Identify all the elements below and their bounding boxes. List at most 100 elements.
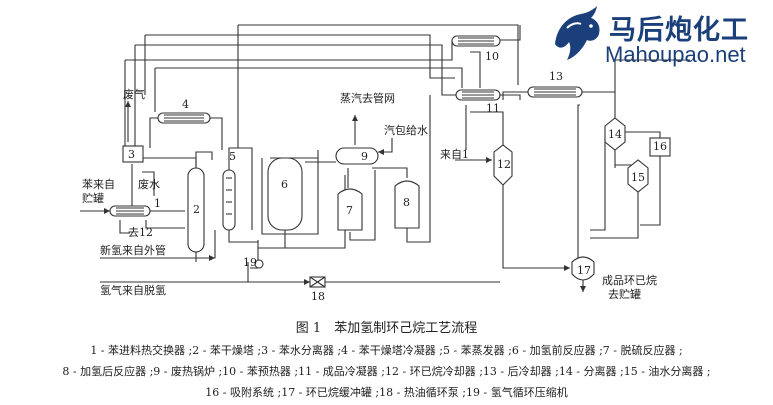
pipe-16-down	[640, 156, 661, 226]
pipe-top-header-9	[155, 67, 463, 88]
pipe-right-edge	[614, 59, 690, 92]
pipe-13-to-17	[577, 104, 580, 258]
arrow-benzene-in	[104, 208, 110, 214]
pipe-12-bottom	[502, 185, 570, 269]
equipment-12-cooler	[493, 144, 513, 186]
arrow-to-17	[564, 265, 570, 271]
watermark-text-cn: 马后炮化工	[609, 15, 749, 46]
equipment-number-3: 3	[128, 148, 135, 161]
equipment-3-separator	[122, 145, 144, 163]
horse-logo-icon	[555, 6, 600, 60]
watermark-text-en: Mahoupao.net	[605, 42, 746, 67]
equipment-number-12: 12	[497, 158, 511, 171]
equipment-number-14: 14	[608, 128, 622, 141]
label-product-1: 成品环已烷	[602, 273, 657, 287]
equipment-1-heat-exchanger	[109, 205, 151, 217]
pipe-top-header-1	[238, 24, 519, 85]
pipe-4-to-3	[149, 117, 158, 148]
legend-line-2: 8 - 加氢后反应器 ;9 - 废热锅炉 ;10 - 苯预热器 ;11 - 成品…	[62, 365, 711, 378]
equipment-number-6: 6	[281, 178, 288, 191]
pipe-7-out	[349, 170, 376, 241]
equipment-18-hot-oil-pump	[309, 276, 326, 288]
equipment-number-13: 13	[549, 70, 563, 83]
equipment-number-8: 8	[403, 196, 410, 209]
arrow-h2-desulf	[304, 279, 310, 285]
arrow-from-1	[486, 157, 492, 163]
equipment-number-2: 2	[193, 203, 200, 216]
pipe-14-right	[625, 131, 661, 140]
label-drum-feed: 汽包给水	[384, 123, 428, 137]
arrow-steam-out	[352, 115, 358, 121]
pipe-3-to-waste	[142, 171, 155, 196]
pipe-drum-feed	[378, 138, 393, 153]
equipment-number-15: 15	[631, 171, 645, 184]
arrow-drum-feed	[378, 149, 384, 155]
equipment-10-preheater	[451, 35, 501, 47]
equipment-number-1: 1	[154, 197, 161, 210]
equipment-11-condenser	[455, 89, 501, 101]
arrow-waste-gas	[125, 101, 131, 107]
pipe-9-to-8	[372, 167, 408, 178]
pipe-13-right	[582, 91, 616, 120]
label-waste-gas: 废气	[123, 87, 145, 101]
label-product-2: 去贮罐	[608, 288, 641, 301]
pipe-top-header-7	[125, 40, 453, 61]
pipe-top-header-5	[135, 44, 463, 96]
pipe-6-loop	[261, 158, 319, 235]
equipment-number-9: 9	[361, 150, 368, 163]
pipe-14-to-17	[590, 138, 606, 231]
equipment-number-19: 19	[243, 256, 257, 269]
pipe-5-top	[228, 147, 253, 230]
equipment-number-4: 4	[182, 98, 189, 111]
equipment-7-desulf-reactor	[337, 188, 363, 231]
pipe-to-13	[502, 91, 528, 100]
pipe-3-right	[142, 157, 197, 168]
equipment-13-after-cooler	[527, 86, 583, 98]
equipment-number-7: 7	[346, 204, 353, 217]
equipment-16-adsorption	[649, 137, 671, 157]
pipe-6-top	[270, 150, 319, 159]
equipment-number-17: 17	[577, 264, 591, 277]
pipe-12-top	[470, 111, 504, 148]
label-to-12: 去12	[128, 226, 153, 239]
pipe-top-header-3	[145, 34, 455, 79]
pipe-2-top	[195, 151, 213, 170]
pipe-1-bottom	[145, 220, 185, 229]
label-benzene-from-tank-2: 贮罐	[82, 192, 104, 205]
equipment-17-buffer-tank	[571, 256, 595, 281]
legend-line-1: 1 - 苯进料热交换器 ;2 - 苯干燥塔 ;3 - 苯水分离器 ;4 - 苯干…	[90, 344, 683, 357]
pipe-4-right	[210, 117, 223, 150]
equipment-number-18: 18	[311, 290, 325, 303]
legend-line-3: 16 - 吸附系统 ;17 - 环已烷缓冲罐 ;18 - 热油循环泵 ;19 -…	[205, 386, 568, 399]
pipe-15-down	[590, 192, 639, 239]
equipment-number-10: 10	[485, 50, 499, 63]
watermark-logo: 马后炮化工 Mahoupao.net	[547, 4, 769, 74]
equipment-2-drying-tower	[187, 167, 205, 253]
equipment-14-separator	[604, 117, 626, 151]
pipe-10-right	[500, 25, 521, 41]
label-fresh-h2: 新氢来自外管	[100, 243, 166, 257]
label-h2-from-desulf: 氢气来自脱氢	[100, 283, 166, 297]
label-waste-water: 废水	[138, 177, 160, 191]
equipment-6-reactor	[267, 157, 303, 231]
equipment-19-compressor	[254, 259, 264, 269]
label-benzene-from-tank-1: 苯来自	[82, 177, 115, 191]
equipment-number-5: 5	[229, 150, 236, 163]
figure-caption: 图 1 苯加氢制环己烷工艺流程	[295, 321, 478, 336]
pipe-to-12	[119, 220, 130, 234]
pipe-5-bottom	[228, 230, 258, 243]
equipment-15-oil-water-separator	[627, 159, 649, 193]
equipment-8-after-reactor	[394, 180, 420, 229]
label-from-1: 来自1	[440, 148, 469, 161]
equipment-number-11: 11	[486, 102, 500, 115]
arrow-product-out	[580, 286, 586, 292]
pipe-11-right	[500, 94, 521, 100]
equipment-5-evaporator	[222, 169, 236, 231]
pipe-8-out	[406, 95, 431, 243]
label-steam-out: 蒸汽去管网	[340, 91, 395, 105]
equipment-9-waste-heat-boiler	[335, 147, 379, 165]
equipment-4-condenser	[157, 112, 211, 124]
equipment-number-16: 16	[653, 140, 667, 153]
pipe-10-to-11	[470, 51, 481, 88]
